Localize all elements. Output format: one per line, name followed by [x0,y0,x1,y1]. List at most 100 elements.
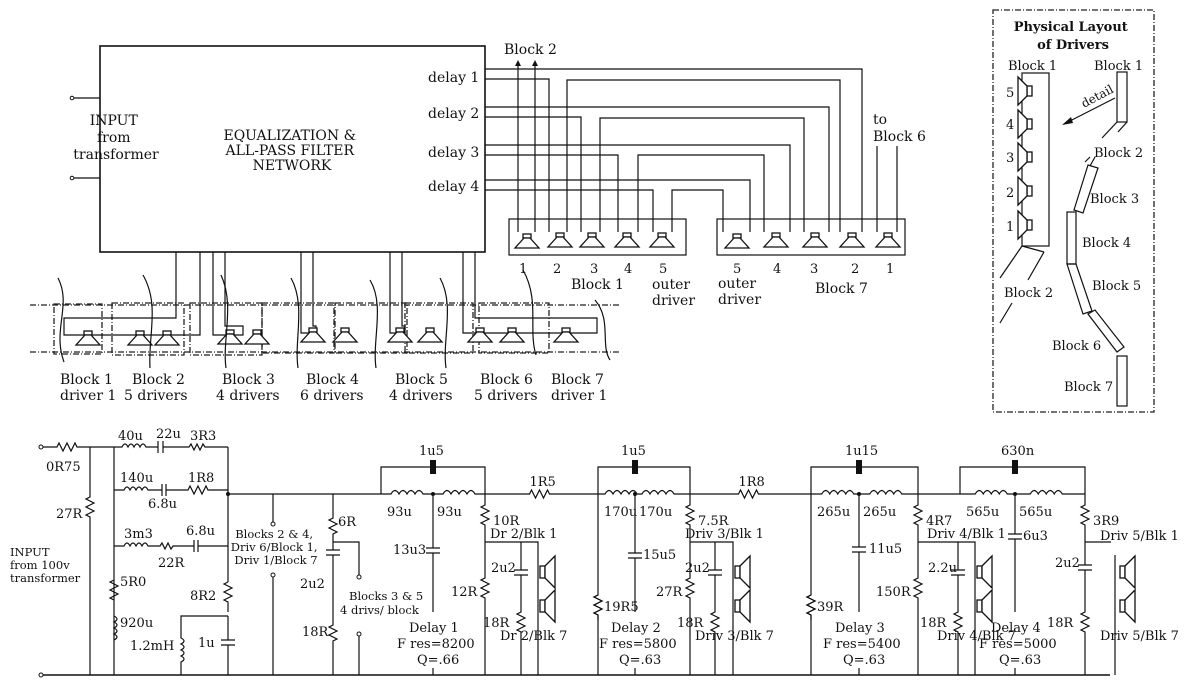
speaker-icon [875,232,901,248]
column-block-label: Block 2 [1094,146,1143,161]
delay-section-4 [959,460,1116,675]
series-resistor-label: 1R5 [530,475,556,490]
component-label: 3m3 [124,527,153,542]
input-terminal [69,175,75,181]
shunt-capacitor [628,494,642,612]
delay-output-label: delay 2 [428,106,479,122]
lower-block-detail: 4 drivers [216,388,280,404]
bridge-capacitor-label: 1u15 [845,444,878,459]
component-label: 22R [158,556,186,571]
shunt-capacitor-label: 6u3 [1023,529,1048,544]
detail-driver-number: 1 [1006,220,1014,235]
delay-name: Delay 3 [835,621,885,636]
to-block6-label: to Block 6 [873,112,926,145]
output-resistor-top-label: 3R9 [1093,514,1119,529]
arrow-icon [1062,117,1073,125]
speaker-icon [579,232,605,248]
detail-block-label: Block 1 [1008,59,1057,74]
output-resistor-top-label: 4R7 [926,514,952,529]
delay-output-label: delay 4 [428,179,479,195]
speaker-icon [244,329,270,345]
block2-arrow-label: Block 2 [504,42,557,58]
shunt-capacitor [1008,494,1022,612]
tap-blocks-3-5-label: Blocks 3 & 5 4 drivs/ block [340,589,427,617]
lower-block-name: Block 2 [132,372,185,388]
delay-q: Q=.66 [417,653,459,668]
inductor-label: 565u [1019,505,1052,520]
block1-driver-box [508,218,687,256]
component-label: 6.8u [186,524,215,539]
delay-section-3 [805,460,976,675]
bridge-capacitor-label: 630n [1001,444,1035,459]
input-label: INPUT from transformer [73,113,159,163]
column-block-label: Block 6 [1052,339,1101,354]
speaker-icon [1017,142,1033,172]
speaker-icon [734,599,741,613]
speaker-icon [154,330,180,346]
block7-outer-driver-label: outer driver [718,276,761,308]
component-label: 8R2 [190,589,216,604]
speaker-icon [1119,565,1126,579]
delay-section-2 [592,460,811,675]
shunt-capacitor-label: 13u3 [393,543,426,558]
input-shunt-resistor-label: 39R [817,600,845,615]
block1-outer-driver-label: outer driver [652,277,695,309]
output-resistor-top [479,494,491,542]
component-label: 140u [120,471,153,486]
crossover-schematic: 0R75 27R INPUT from 100v transformer 40u… [10,427,1179,678]
speaker-icon [1119,599,1126,613]
physical-layout-panel: Physical Layout of Drivers Block 1 5 4 3… [992,9,1155,413]
component-label: 920u [120,616,153,631]
lower-block-name: Block 6 [480,372,533,388]
bridge-capacitor [1012,460,1018,474]
output-resistor-bottom [684,542,696,675]
column-block-label: Block 4 [1082,236,1131,251]
zobel-network [951,542,965,675]
inductor-label: 265u [817,505,850,520]
speaker-icon [802,232,828,248]
driver-top-label: Driv 5/Blk 1 [1100,529,1179,544]
speaker-icon [217,329,243,345]
driver-bottom-label: Driv 3/Blk 7 [695,629,774,644]
component-label: 22u [156,427,181,442]
bridge-capacitor-label: 1u5 [621,444,646,459]
component-label: 0R75 [46,460,81,475]
component-label: 6.8u [148,497,177,512]
detail-drivers [1017,76,1033,240]
zobel-resistor-label: 18R [1047,616,1075,631]
speaker-icon [763,232,789,248]
speaker-icon [75,330,101,346]
delay-q: Q=.63 [619,653,661,668]
driver-number: 4 [773,262,781,277]
speaker-icon [1017,109,1033,139]
driver-bottom-label: Driv 5/Blk 7 [1100,629,1179,644]
delay-fres: F res=5800 [599,637,677,652]
series-resistor [485,488,598,500]
driver-bottom-label: Dr 2/Blk 7 [500,629,567,644]
speaker-icon [976,565,983,579]
speaker-icon [539,599,546,613]
lower-block-detail: driver 1 [60,388,116,404]
speaker-icon [981,588,993,624]
driver-number: 3 [810,262,818,277]
output-resistor-top [1079,494,1091,542]
lower-block-name: Block 1 [60,372,113,388]
output-resistor-bottom [912,542,924,675]
bridge-capacitor-label: 1u5 [419,444,444,459]
capacitor-1u [221,616,235,675]
speaker-icon [553,327,579,343]
driver-top-label: Driv 3/Blk 1 [685,527,764,542]
output-resistor-bottom-label: 12R [451,585,479,600]
speaker-icon [1124,554,1136,590]
tap-6r-2u2-18r [326,494,340,675]
delay-wiring [485,68,863,232]
detail-driver-number: 5 [1006,86,1014,101]
output-resistor-bottom-label: 27R [656,585,684,600]
block-diagram: INPUT from transformer EQUALIZATION & AL… [30,42,926,404]
resistor-8r2 [222,581,234,612]
speaker-icon [981,554,993,590]
component-label: 1R8 [188,471,214,486]
inductor-label: 170u [604,505,637,520]
inductor-1.2mh [179,615,228,675]
